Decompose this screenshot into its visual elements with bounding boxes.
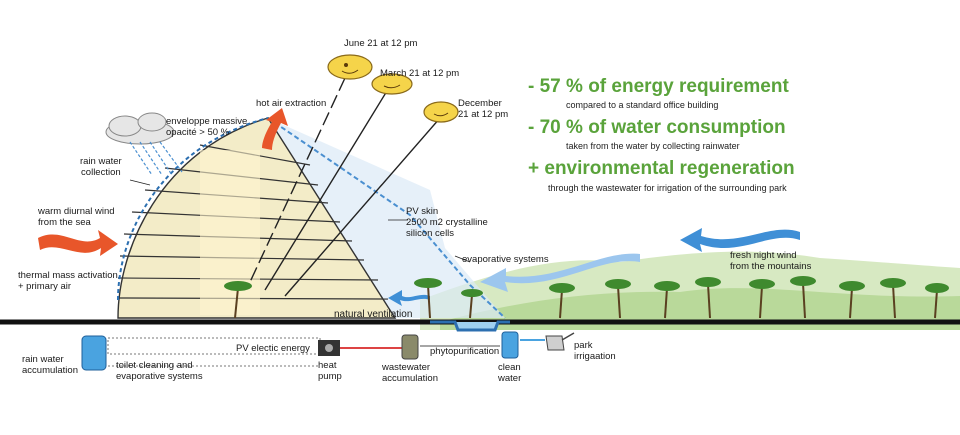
label-thermal-mass: thermal mass activation + primary air — [18, 270, 118, 292]
heat-pump-box — [318, 340, 340, 356]
label-rain-accumulation: rain water accumulation — [22, 354, 78, 376]
label-evaporative: evaporative systems — [462, 254, 549, 265]
sun-label-june: June 21 at 12 pm — [344, 38, 417, 49]
sun-label-march: March 21 at 12 pm — [380, 68, 459, 79]
headline-energy: - 57 % of energy requirement — [528, 76, 789, 98]
label-rain-collection: rain water collection — [80, 156, 122, 178]
headline-energy-sub: compared to a standard office building — [566, 100, 718, 110]
headline-water: - 70 % of water consumption — [528, 117, 786, 139]
label-clean-water: clean water — [498, 362, 521, 384]
label-toilet: toilet cleaning and evaporative systems — [116, 360, 203, 382]
clean-water-tank — [502, 332, 518, 358]
label-envelope: enveloppe massive opacité > 50 % — [166, 116, 247, 138]
sun-label-december: December 21 at 12 pm — [458, 98, 508, 120]
atrium — [200, 150, 260, 315]
label-natural-ventilation: natural ventilation — [334, 309, 412, 320]
rain-tank — [82, 336, 106, 370]
watering-can — [546, 333, 574, 350]
label-wastewater: wastewater accumulation — [382, 362, 438, 384]
label-park-irrigation: park irrigaation — [574, 340, 616, 362]
label-hot-air: hot air extraction — [256, 98, 326, 109]
headline-regeneration: + environmental regeneration — [528, 158, 795, 180]
label-heat-pump: heat pump — [318, 360, 342, 382]
headline-regeneration-sub: through the wastewater for irrigation of… — [548, 183, 787, 193]
sun-june — [328, 55, 372, 79]
label-warm-wind: warm diurnal wind from the sea — [38, 206, 115, 228]
sun-december — [424, 102, 458, 122]
label-phyto: phytopurification — [430, 346, 499, 357]
headline-water-sub: taken from the water by collecting rainw… — [566, 141, 740, 151]
label-pv-energy: PV electic energy — [236, 343, 310, 354]
label-pv-skin: PV skin 2500 m2 crystalline silicon cell… — [406, 206, 488, 239]
label-night-wind: fresh night wind from the mountains — [730, 250, 811, 272]
warm-wind-arrow — [38, 230, 118, 256]
night-wind-arrow — [680, 228, 800, 252]
wastewater-tank — [402, 335, 418, 359]
